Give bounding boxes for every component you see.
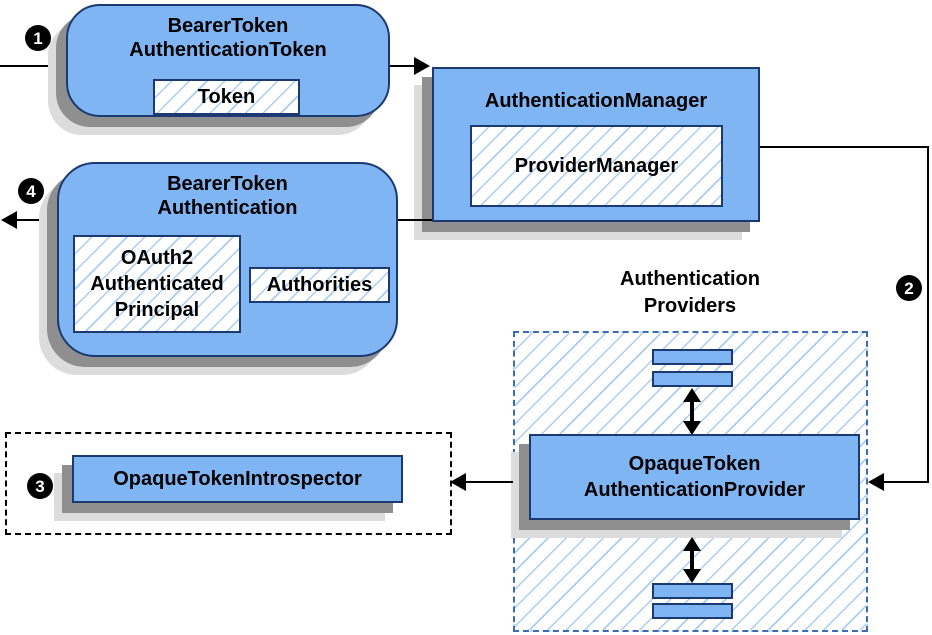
principal-line-3: Principal [114,299,200,321]
connector-outgoing-line [16,219,57,221]
step-2-badge: 2 [896,275,922,301]
token-chip: Token [153,79,300,115]
title-line-1: BearerToken [167,173,288,195]
bearer-token-authentication-token-title: BearerToken AuthenticationToken [68,14,388,62]
label-line-1: Authentication [620,268,760,290]
arrowhead-up-icon [683,388,701,402]
provider-placeholder-bar [652,371,733,387]
arrowhead-down-icon [683,421,701,435]
opaque-token-introspector-container: OpaqueTokenIntrospector [5,432,452,535]
connector-step3-line [465,481,513,483]
connector-step2-top-line [760,146,929,148]
bearer-token-authentication-token-node: BearerToken AuthenticationToken Token [66,4,390,117]
step-4-badge: 4 [18,178,44,204]
arrow-shaft [690,551,694,569]
connector-step2-vertical-line [927,146,929,483]
arrowhead-down-icon [683,569,701,583]
arrowhead-up-icon [683,537,701,551]
authentication-providers-container: OpaqueToken AuthenticationProvider [513,331,868,632]
arrowhead-outgoing-icon [1,211,17,229]
principal-line-1: OAuth2 [120,247,194,269]
provider-placeholder-bar [652,583,733,599]
principal-line-2: Authenticated [90,273,224,295]
title-line-2: Authentication [157,197,298,219]
provider-placeholder-bar [652,603,733,619]
title-line-2: AuthenticationToken [129,39,327,61]
label-line-2: Providers [643,295,737,317]
double-arrow-icon [683,537,701,583]
connector-incoming-line [0,65,66,67]
arrowhead-to-introspector-icon [450,473,466,491]
bearer-token-authentication-node: BearerToken Authentication OAuth2 Authen… [57,162,398,357]
authentication-manager-title: AuthenticationManager [484,90,708,112]
arrowhead-to-manager-icon [414,57,430,75]
title-line-1: OpaqueToken [628,453,761,475]
oauth2-authenticated-principal-chip: OAuth2 Authenticated Principal [73,235,241,333]
opaque-token-authentication-provider-node: OpaqueToken AuthenticationProvider [529,434,860,520]
title-line-2: AuthenticationProvider [583,479,806,501]
opaque-token-introspector-node: OpaqueTokenIntrospector [72,455,403,503]
connector-token-to-manager-line [390,65,415,67]
step-3-badge: 3 [27,473,53,499]
arrowhead-to-provider-icon [868,473,884,491]
connector-step2-bottom-line [883,481,929,483]
connector-manager-return-line [398,219,432,221]
step-1-badge: 1 [25,25,51,51]
title-line-1: BearerToken [167,15,289,37]
authentication-manager-node: AuthenticationManager ProviderManager [432,67,760,222]
double-arrow-icon [683,388,701,435]
authorities-chip: Authorities [249,267,390,303]
authentication-providers-label: Authentication Providers [590,266,790,320]
bearer-token-authentication-title: BearerToken Authentication [59,172,396,220]
provider-placeholder-bar [652,349,733,365]
provider-manager-chip: ProviderManager [470,125,723,207]
arrow-shaft [690,402,694,421]
